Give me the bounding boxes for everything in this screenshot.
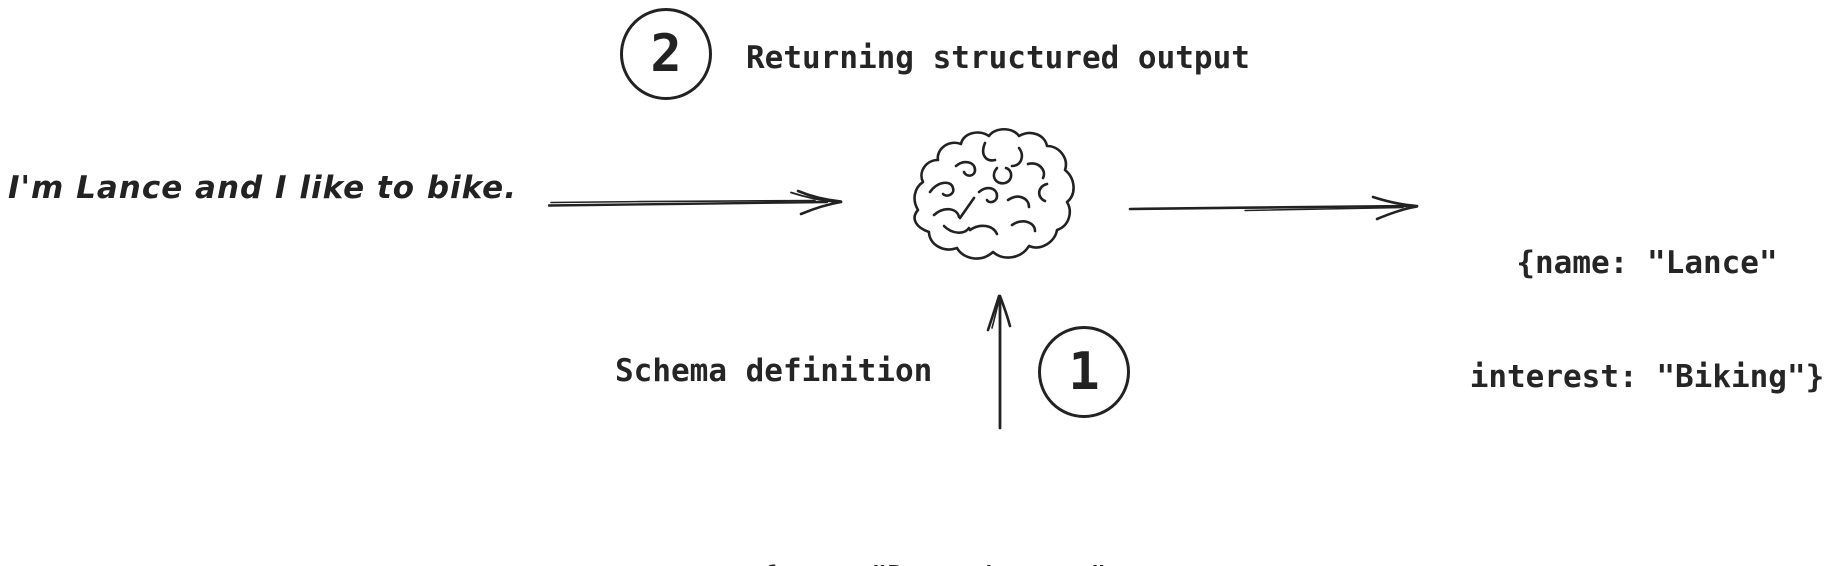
step-2-badge: 2 [620, 8, 712, 100]
input-arrow [545, 189, 850, 220]
brain-icon [900, 122, 1082, 274]
step-2-number: 2 [650, 24, 682, 84]
structured-output-line2: interest: "Biking"} [1469, 359, 1825, 395]
step-1-number: 1 [1068, 342, 1100, 402]
schema-arrow [984, 290, 1016, 432]
schema-text: {name: "Person's name" interest: "Person… [694, 484, 1174, 566]
structured-output-line1: {name: "Lance" [1516, 245, 1778, 281]
output-arrow [1125, 194, 1423, 224]
input-message: I'm Lance and I like to bike. [8, 170, 517, 206]
step-1-badge: 1 [1038, 326, 1130, 418]
diagram-title: Returning structured output [746, 40, 1250, 76]
structured-output: {name: "Lance" interest: "Biking"} [1455, 168, 1838, 472]
schema-definition-label: Schema definition [615, 353, 933, 389]
schema-text-line1: {name: "Person's name" [694, 558, 1174, 566]
